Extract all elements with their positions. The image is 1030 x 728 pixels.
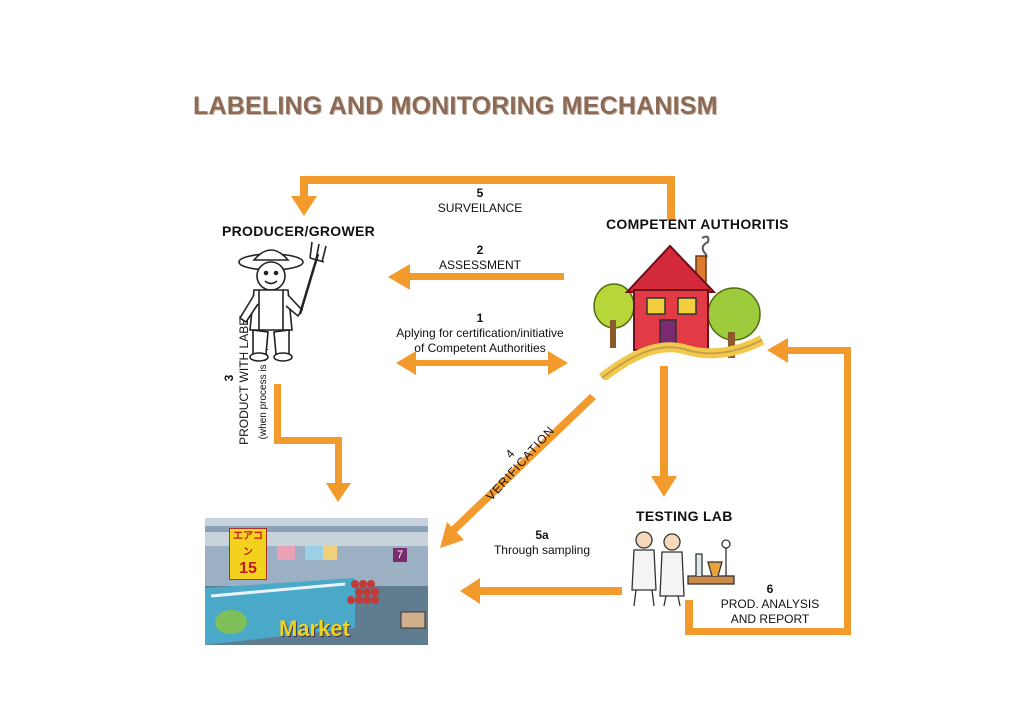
arrow-through-sampling xyxy=(460,578,622,604)
step-6-number: 6 xyxy=(766,582,774,596)
arrow-to-testing-lab xyxy=(651,366,677,497)
diagram-title: LABELING AND MONITORING MECHANISM xyxy=(193,92,718,120)
step-2-text: ASSESSMENT xyxy=(438,258,522,272)
arrow-verification xyxy=(440,394,596,548)
arrow-assessment xyxy=(388,264,564,290)
step-6-label: 6 PROD. ANALYSIS AND REPORT xyxy=(705,582,835,627)
competent-authorities-label: COMPETENT AUTHORITIS xyxy=(606,216,789,232)
market-sign-7: 7 xyxy=(393,548,407,562)
step-2-number: 2 xyxy=(476,243,484,257)
market-scene-icon xyxy=(205,518,428,645)
step-5-text: SURVEILANCE xyxy=(437,201,523,215)
step-1-label: 1 Aplying for certification/initiative o… xyxy=(380,311,580,356)
step-1-line1: Aplying for certification/initiative xyxy=(396,326,564,340)
arrow-applying xyxy=(396,351,568,375)
market-sign-line1: エアコン xyxy=(233,531,263,558)
step-1-number: 1 xyxy=(476,311,484,325)
step-5-number: 5 xyxy=(476,186,484,200)
testing-lab-label: TESTING LAB xyxy=(636,508,733,524)
step-5a-label: 5a Through sampling xyxy=(482,528,602,558)
step-1-line2: of Competent Authorities xyxy=(414,341,546,355)
step-5-label: 5 SURVEILANCE xyxy=(430,186,530,216)
testing-lab-illustration-icon xyxy=(631,531,735,607)
market-label: Market xyxy=(279,616,350,641)
step-6-line1: PROD. ANALYSIS xyxy=(720,597,820,611)
house-illustration-icon xyxy=(593,235,765,380)
arrow-surveilance xyxy=(291,176,675,220)
step-6-line2: AND REPORT xyxy=(730,612,810,626)
market-illustration: エアコン 15 7 Market xyxy=(205,518,428,645)
market-sign: エアコン 15 xyxy=(229,528,267,580)
arrow-product-with-label xyxy=(274,384,351,502)
arrow-prod-analysis xyxy=(685,338,851,635)
producer-grower-label: PRODUCER/GROWER xyxy=(222,223,376,239)
market-sign-line2: 15 xyxy=(239,560,257,577)
step-2-label: 2 ASSESSMENT xyxy=(430,243,530,273)
step-5a-number: 5a xyxy=(535,528,549,542)
step-5a-text: Through sampling xyxy=(493,543,591,557)
farmer-illustration-icon xyxy=(238,241,327,362)
